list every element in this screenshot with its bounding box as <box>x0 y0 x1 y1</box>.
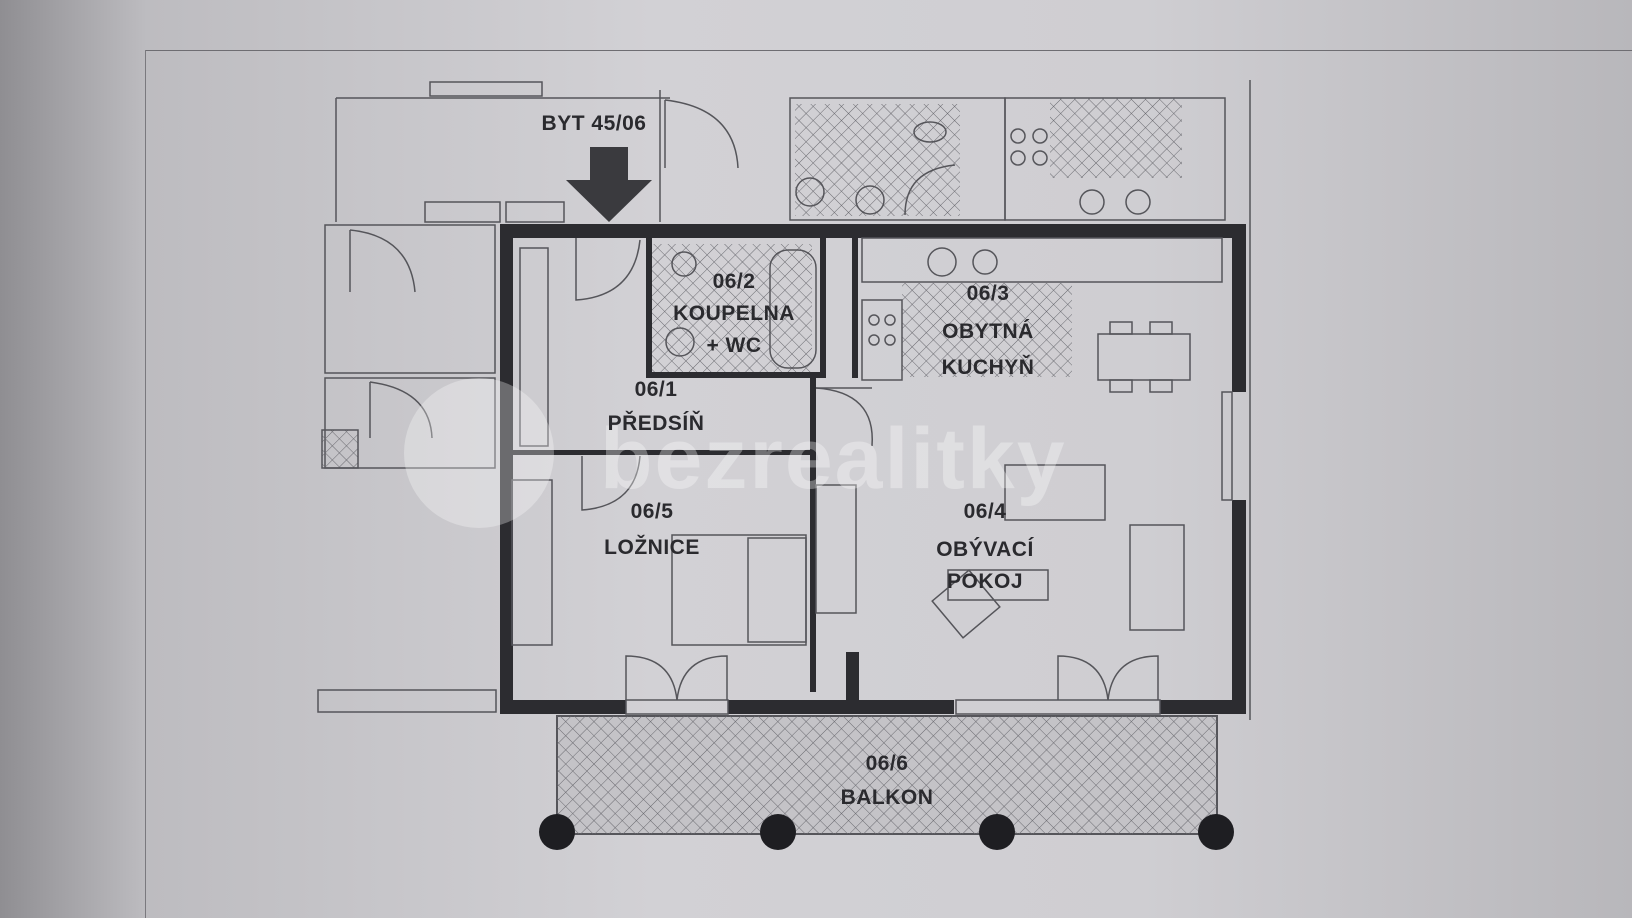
neighbour-outline <box>317 80 1251 720</box>
balcony-columns <box>539 814 1234 850</box>
room-name-06-3: OBYTNÁ <box>942 320 1034 343</box>
watermark-text: bezrealitky <box>600 411 1067 507</box>
room-number-06-2: 06/2 <box>712 270 756 293</box>
room-name-06-5: LOŽNICE <box>604 536 700 559</box>
neighbour-bath-hatch <box>795 104 960 216</box>
room-name-06-4: OBÝVACÍ <box>936 538 1034 561</box>
room-name2-06-2: + WC <box>706 334 762 357</box>
kitchen-hatch <box>902 283 1072 377</box>
furniture-outlines <box>511 237 1233 715</box>
flat-label: BYT 45/06 <box>541 112 647 135</box>
room-name-06-1: PŘEDSÍŇ <box>607 412 705 435</box>
room-name-06-6: BALKON <box>840 786 934 809</box>
room-number-06-1: 06/1 <box>634 378 678 401</box>
room-number-06-4: 06/4 <box>963 500 1007 523</box>
entrance-arrow-icon <box>566 147 652 222</box>
room-number-06-6: 06/6 <box>865 752 909 775</box>
room-name2-06-3: KUCHYŇ <box>941 356 1035 379</box>
paper-edge <box>145 50 1632 51</box>
room-name-06-2: KOUPELNA <box>673 302 795 325</box>
room-number-06-3: 06/3 <box>966 282 1010 305</box>
room-number-06-5: 06/5 <box>630 500 674 523</box>
bathroom-hatch <box>652 244 812 374</box>
room-name2-06-4: POKOJ <box>946 570 1024 593</box>
paper-edge-left <box>145 50 146 918</box>
neighbour-kitchen-hatch <box>1050 98 1182 178</box>
exterior-walls <box>500 224 1246 714</box>
watermark-key-icon <box>404 378 554 528</box>
